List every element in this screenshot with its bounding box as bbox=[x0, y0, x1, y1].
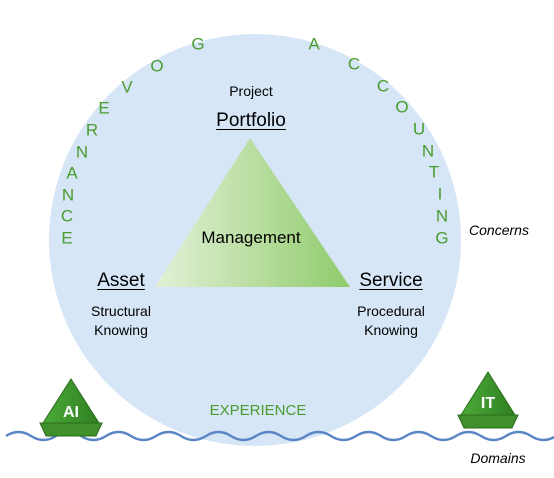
portfolio-title: Portfolio bbox=[216, 110, 286, 131]
service-title: Service bbox=[359, 270, 423, 291]
governance-letter: A bbox=[66, 163, 78, 183]
accounting-letter: I bbox=[437, 184, 443, 204]
governance-letter: E bbox=[61, 228, 73, 248]
governance-letter: N bbox=[75, 142, 89, 162]
governance-letter: C bbox=[60, 206, 74, 226]
governance-letter: N bbox=[61, 185, 75, 205]
service-line2: Knowing bbox=[364, 322, 418, 338]
accounting-letter: A bbox=[308, 34, 320, 54]
accounting-letter: N bbox=[421, 141, 435, 161]
accounting-letter: U bbox=[412, 119, 426, 139]
asset-line2: Knowing bbox=[94, 322, 148, 338]
domains-label: Domains bbox=[470, 450, 526, 466]
governance-letter: E bbox=[98, 98, 110, 118]
it-buoy-label: IT bbox=[480, 395, 496, 412]
ai-buoy bbox=[39, 378, 103, 437]
project-label: Project bbox=[229, 83, 273, 99]
management-label: Management bbox=[201, 228, 301, 247]
accounting-letter: O bbox=[395, 97, 409, 117]
it-buoy bbox=[457, 371, 519, 429]
service-line1: Procedural bbox=[357, 303, 425, 319]
concerns-label: Concerns bbox=[469, 222, 529, 238]
ai-buoy-label: AI bbox=[63, 404, 79, 421]
asset-line1: Structural bbox=[91, 303, 151, 319]
accounting-letter: C bbox=[347, 54, 361, 74]
governance-letter: V bbox=[121, 77, 133, 97]
accounting-letter: T bbox=[428, 162, 440, 182]
wave-line bbox=[5, 430, 554, 442]
accounting-letter: N bbox=[435, 206, 449, 226]
asset-title: Asset bbox=[97, 270, 145, 291]
governance-letter: R bbox=[85, 120, 99, 140]
governance-letter: O bbox=[150, 56, 164, 76]
governance-letter: G bbox=[191, 34, 205, 54]
management-triangle bbox=[155, 138, 350, 287]
experience-label: EXPERIENCE bbox=[209, 402, 307, 419]
accounting-letter: C bbox=[376, 76, 390, 96]
accounting-letter: G bbox=[435, 228, 449, 248]
